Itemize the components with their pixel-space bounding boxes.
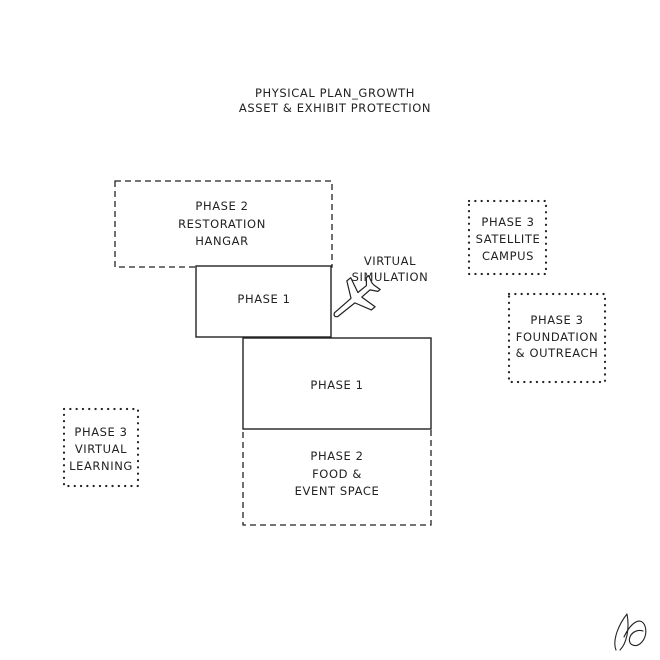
block-label-line-1: PHASE 3 <box>530 313 583 327</box>
block-label-line-2: VIRTUAL <box>75 442 127 456</box>
title-line-2: ASSET & EXHIBIT PROTECTION <box>239 101 431 115</box>
signature-mark <box>614 613 647 651</box>
block-label-line-2: FOUNDATION <box>516 330 598 344</box>
diagram-title: PHYSICAL PLAN_GROWTH ASSET & EXHIBIT PRO… <box>239 86 431 115</box>
block-outline <box>242 337 432 430</box>
block-outline <box>507 292 607 384</box>
block-label-line-1: PHASE 3 <box>74 425 127 439</box>
block-outline <box>467 199 548 276</box>
virtual-simulation-annotation: VIRTUAL SIMULATION <box>352 254 429 284</box>
block-label-line-2: FOOD & <box>312 467 362 481</box>
annotation-line-2: SIMULATION <box>352 270 429 284</box>
block-label-line-1: PHASE 2 <box>195 199 248 213</box>
title-line-1: PHYSICAL PLAN_GROWTH <box>255 86 415 100</box>
block-outline <box>195 265 332 338</box>
block-label-line-1: PHASE 3 <box>481 215 534 229</box>
block-label-line-3: HANGAR <box>195 234 249 248</box>
annotation-line-1: VIRTUAL <box>364 254 416 268</box>
block-phase3-satellite-campus: PHASE 3 SATELLITE CAMPUS <box>467 199 548 276</box>
block-label-line-2: RESTORATION <box>178 217 266 231</box>
block-phase2-food-event-space: PHASE 2 FOOD & EVENT SPACE <box>242 427 432 526</box>
block-label-line-1: PHASE 2 <box>310 449 363 463</box>
block-label-line-3: & OUTREACH <box>516 346 599 360</box>
block-label-line-3: CAMPUS <box>482 249 534 263</box>
block-label-line-2: SATELLITE <box>476 232 541 246</box>
block-label-line-3: LEARNING <box>69 459 133 473</box>
block-phase3-virtual-learning: PHASE 3 VIRTUAL LEARNING <box>62 407 140 488</box>
block-phase1-lower: PHASE 1 <box>242 337 432 430</box>
block-phase3-foundation-outreach: PHASE 3 FOUNDATION & OUTREACH <box>507 292 607 384</box>
block-label-line-3: EVENT SPACE <box>295 484 380 498</box>
block-label-line-1: PHASE 1 <box>310 378 363 392</box>
block-outline <box>62 407 140 488</box>
block-phase1-upper: PHASE 1 <box>195 265 332 338</box>
airplane-icon <box>333 275 381 318</box>
block-phase2-restoration-hangar: PHASE 2 RESTORATION HANGAR <box>114 180 333 268</box>
block-label-line-1: PHASE 1 <box>237 292 290 306</box>
